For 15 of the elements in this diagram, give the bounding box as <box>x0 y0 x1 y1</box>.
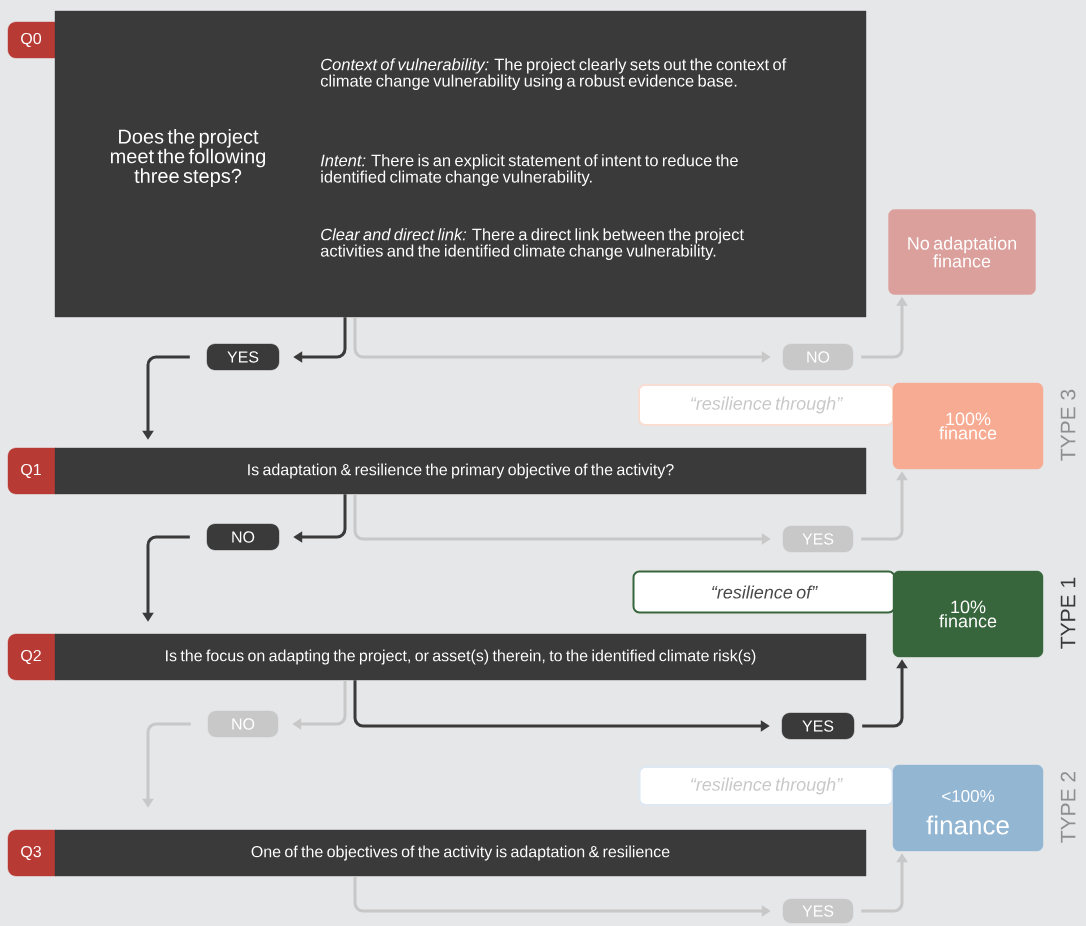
type-label: TYPE 2 <box>1060 771 1076 843</box>
question-box: One of the objectives of the activity is adaptation & resilience <box>54 829 867 877</box>
question-box: Is the focus on adapting the project, or asset(s) therein, to the identified climate risk(s) <box>54 633 867 681</box>
outcome-box: No adaptation finance <box>888 209 1036 295</box>
question-box: Does the project meet the following three steps? Context of vulnerability: The project clearly sets out the context of climate change vulnerability using a robust evidence base. Intent: There is an explicit statement of intent to reduce the identified climate change vulnerability. Clear and direct link: There a direct link between the project activities and the identified climate change vulnerability. <box>54 10 867 318</box>
outcome-box: 100% finance <box>892 382 1044 470</box>
quote-box: “resilience of” <box>632 570 896 614</box>
outcome-box: <100% finance <box>892 764 1044 852</box>
answer-pill: NO <box>206 523 280 551</box>
type-label: TYPE 1 <box>1060 577 1076 649</box>
answer-pill: YES <box>781 712 855 740</box>
question-box: Is adaptation & resilience the primary objective of the activity? <box>54 447 867 495</box>
type-label: TYPE 3 <box>1060 389 1076 461</box>
answer-pill: YES <box>206 343 280 371</box>
outcome-box: 10% finance <box>892 570 1044 658</box>
